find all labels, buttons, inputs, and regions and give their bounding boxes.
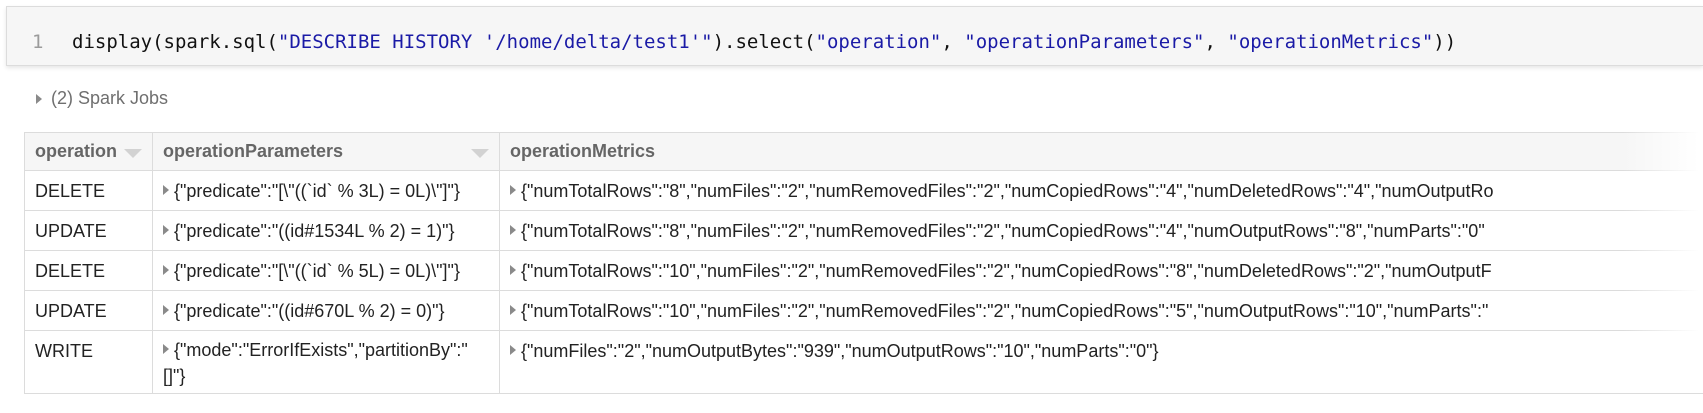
parameters-value: {"predicate":"((id#1534L % 2) = 1)"} — [174, 221, 455, 241]
metrics-cell[interactable]: {"numFiles":"2","numOutputBytes":"939","… — [499, 330, 1703, 394]
column-header-operation[interactable]: operation — [24, 132, 153, 171]
column-header-operation-parameters[interactable]: operationParameters — [152, 132, 500, 171]
table-row: UPDATE {"predicate":"((id#670L % 2) = 0)… — [24, 290, 1703, 331]
spark-jobs-label: (2) Spark Jobs — [51, 88, 169, 108]
metrics-cell[interactable]: {"numTotalRows":"10","numFiles":"2","num… — [499, 250, 1703, 291]
expand-arrow-icon[interactable] — [510, 345, 516, 355]
code-string: "operation" — [815, 31, 942, 53]
expand-arrow-icon[interactable] — [163, 344, 169, 354]
parameters-value: {"predicate":"[\"((`id` % 3L) = 0L)\"]"} — [174, 181, 460, 201]
operation-cell: DELETE — [24, 170, 153, 211]
metrics-value: {"numTotalRows":"8","numFiles":"2","numR… — [521, 221, 1485, 241]
table-row: DELETE {"predicate":"[\"((`id` % 5L) = 0… — [24, 250, 1703, 291]
code-cell[interactable] — [6, 6, 1703, 66]
parameters-value: {"mode":"ErrorIfExists","partitionBy":"[… — [163, 340, 468, 386]
code-token: , — [1204, 31, 1228, 53]
table-row: DELETE {"predicate":"[\"((`id` % 3L) = 0… — [24, 170, 1703, 211]
expand-arrow-icon[interactable] — [510, 305, 516, 315]
expand-arrow-icon[interactable] — [163, 305, 169, 315]
parameters-cell[interactable]: {"mode":"ErrorIfExists","partitionBy":"[… — [152, 330, 500, 394]
parameters-value: {"predicate":"[\"((`id` % 5L) = 0L)\"]"} — [174, 261, 460, 281]
parameters-cell[interactable]: {"predicate":"((id#670L % 2) = 0)"} — [152, 290, 500, 331]
expand-arrow-icon[interactable] — [163, 265, 169, 275]
header-row: operation operationParameters operationM… — [24, 132, 1703, 171]
code-string: "DESCRIBE HISTORY '/home/delta/test1'" — [277, 31, 713, 53]
sort-caret-icon[interactable] — [471, 149, 489, 158]
metrics-value: {"numTotalRows":"8","numFiles":"2","numR… — [521, 181, 1494, 201]
parameters-value: {"predicate":"((id#670L % 2) = 0)"} — [174, 301, 445, 321]
code-line[interactable]: display(spark.sql("DESCRIBE HISTORY '/ho… — [72, 31, 1456, 53]
metrics-value: {"numTotalRows":"10","numFiles":"2","num… — [521, 261, 1492, 281]
expand-arrow-icon[interactable] — [510, 265, 516, 275]
column-header-label: operation — [35, 141, 118, 161]
operation-cell: WRITE — [24, 330, 153, 394]
expand-arrow-icon[interactable] — [510, 185, 516, 195]
expand-arrow-icon — [36, 93, 42, 104]
results-table: operation operationParameters operationM… — [24, 132, 1703, 394]
parameters-cell[interactable]: {"predicate":"((id#1534L % 2) = 1)"} — [152, 210, 500, 251]
code-token: ).select( — [712, 31, 816, 53]
column-header-operation-metrics[interactable]: operationMetrics — [499, 132, 1703, 171]
spark-jobs-toggle[interactable]: (2) Spark Jobs — [36, 88, 168, 109]
parameters-cell[interactable]: {"predicate":"[\"((`id` % 3L) = 0L)\"]"} — [152, 170, 500, 211]
metrics-cell[interactable]: {"numTotalRows":"10","numFiles":"2","num… — [499, 290, 1703, 331]
code-token: )) — [1433, 31, 1457, 53]
expand-arrow-icon[interactable] — [510, 225, 516, 235]
operation-cell: DELETE — [24, 250, 153, 291]
table-row: UPDATE {"predicate":"((id#1534L % 2) = 1… — [24, 210, 1703, 251]
code-token: display(spark.sql( — [72, 31, 278, 53]
expand-arrow-icon[interactable] — [163, 185, 169, 195]
parameters-cell[interactable]: {"predicate":"[\"((`id` % 5L) = 0L)\"]"} — [152, 250, 500, 291]
sort-caret-icon[interactable] — [124, 149, 142, 158]
operation-cell: UPDATE — [24, 210, 153, 251]
column-header-label: operationMetrics — [510, 141, 656, 161]
metrics-cell[interactable]: {"numTotalRows":"8","numFiles":"2","numR… — [499, 210, 1703, 251]
metrics-value: {"numFiles":"2","numOutputBytes":"939","… — [521, 341, 1159, 361]
metrics-cell[interactable]: {"numTotalRows":"8","numFiles":"2","numR… — [499, 170, 1703, 211]
metrics-value: {"numTotalRows":"10","numFiles":"2","num… — [521, 301, 1489, 321]
code-string: "operationMetrics" — [1227, 31, 1434, 53]
code-token: , — [941, 31, 965, 53]
table-row: WRITE {"mode":"ErrorIfExists","partition… — [24, 330, 1703, 394]
line-number: 1 — [32, 31, 44, 53]
expand-arrow-icon[interactable] — [163, 225, 169, 235]
column-header-label: operationParameters — [163, 141, 344, 161]
operation-cell: UPDATE — [24, 290, 153, 331]
code-string: "operationParameters" — [964, 31, 1205, 53]
